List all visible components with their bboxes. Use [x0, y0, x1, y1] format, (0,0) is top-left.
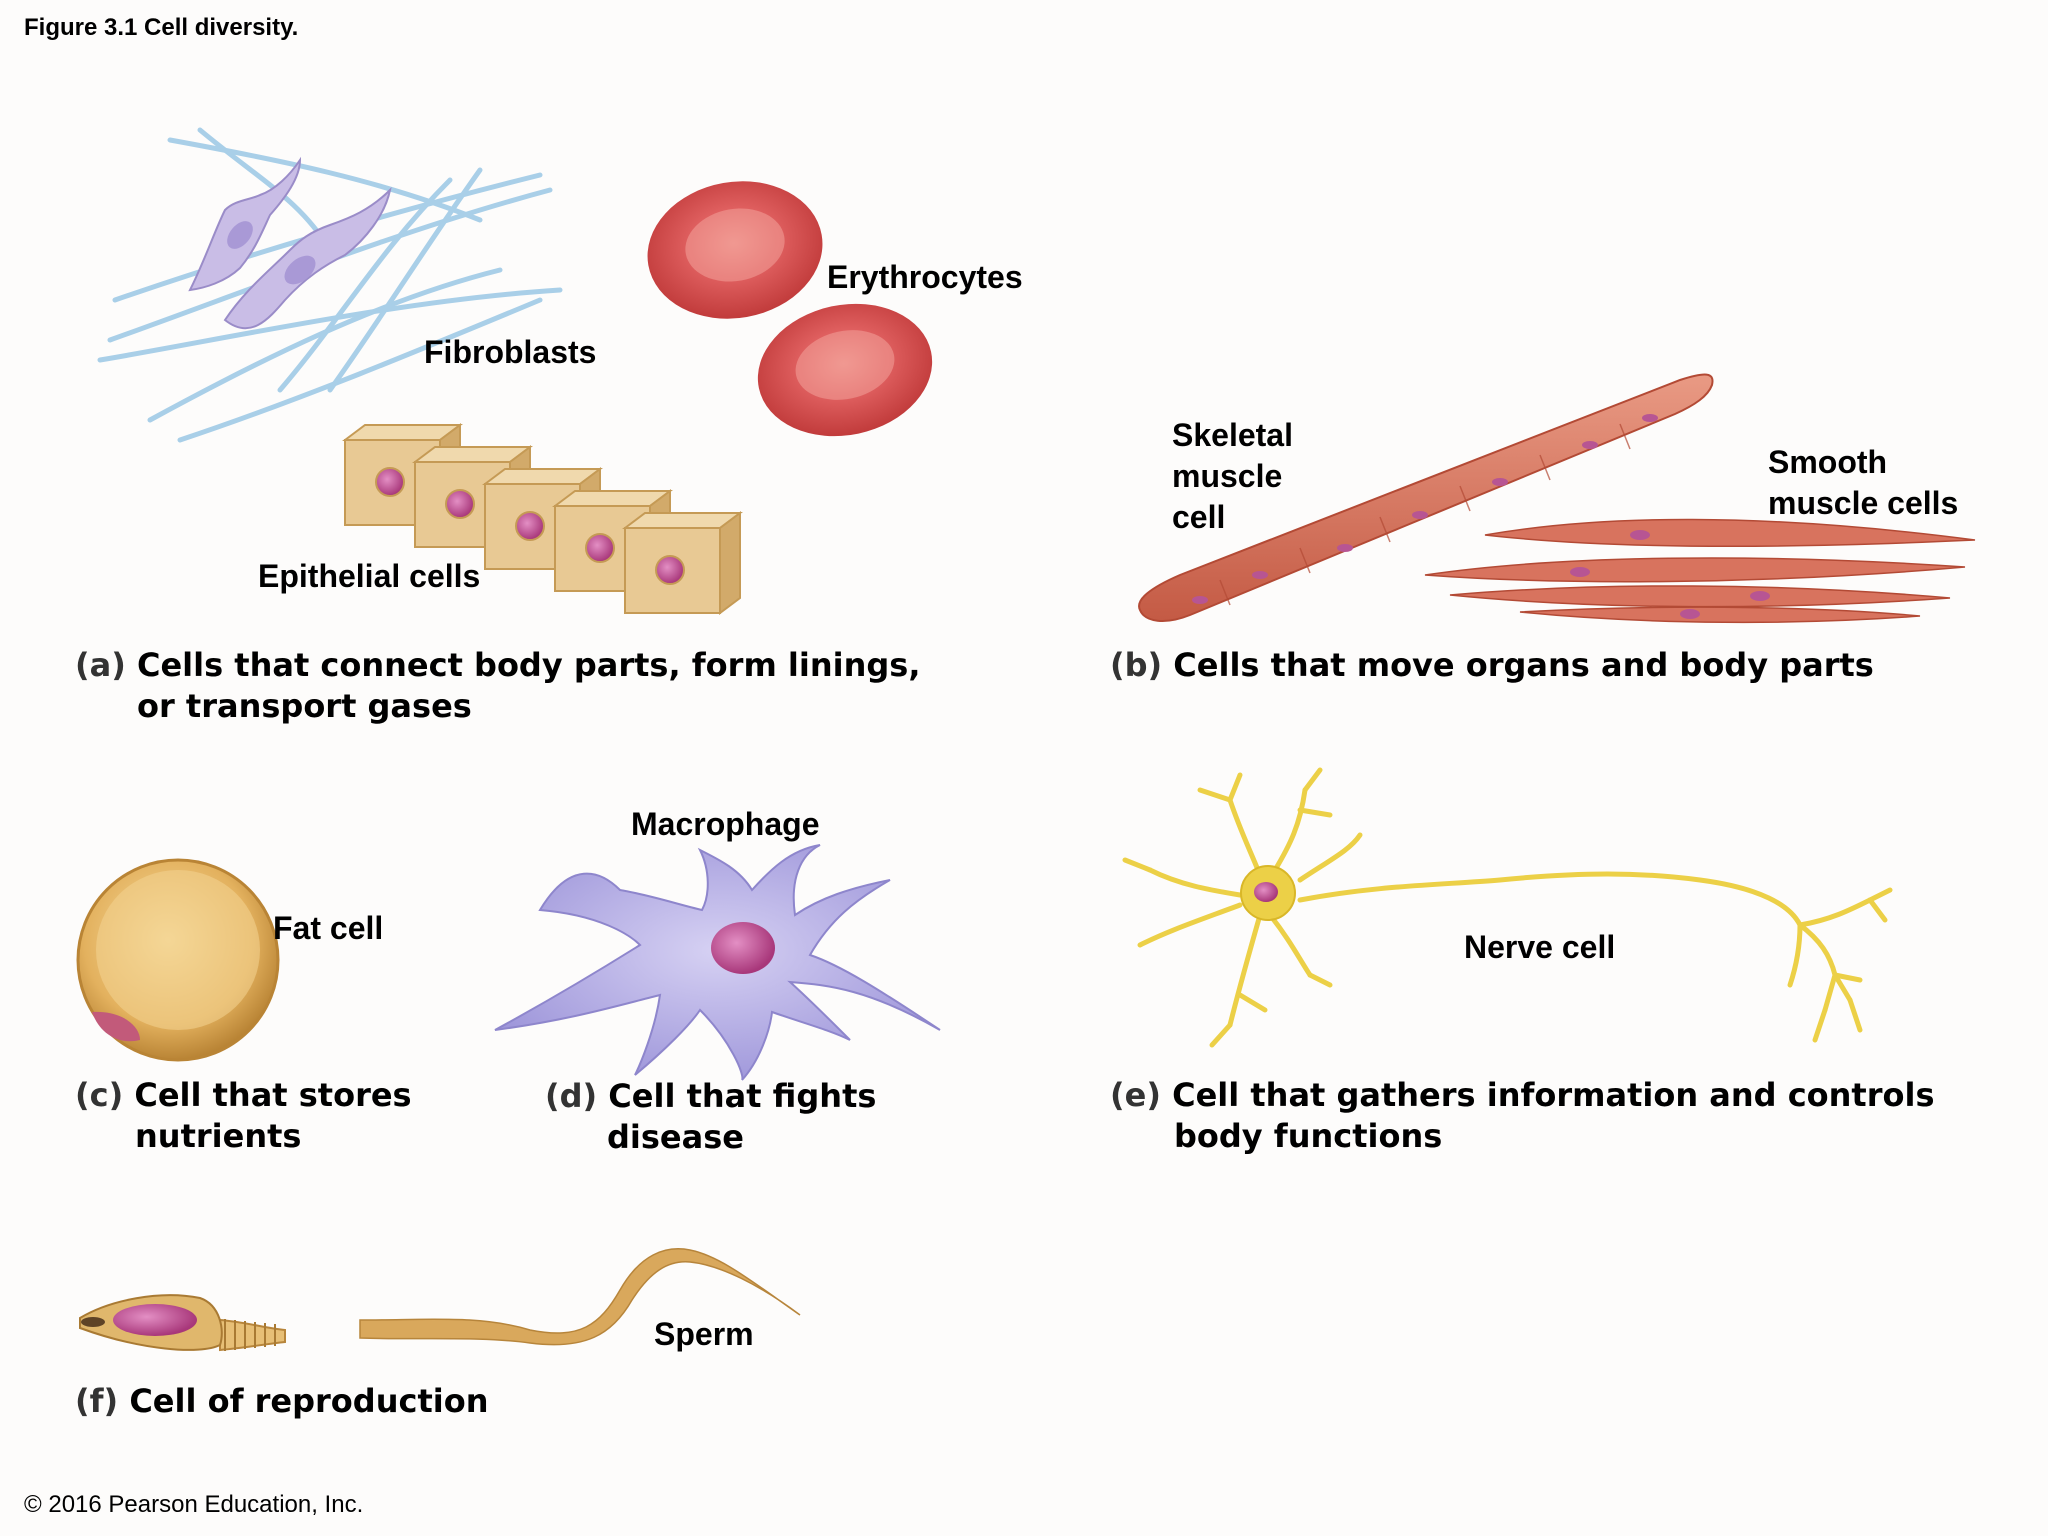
erythrocytes-drawing — [647, 181, 933, 437]
figure-title: Figure 3.1 Cell diversity. — [24, 14, 299, 41]
copyright: © 2016 Pearson Education, Inc. — [24, 1491, 364, 1518]
caption-b: (b) Cells that move organs and body part… — [1110, 646, 1874, 684]
caption-c: (c) Cell that stores nutrients — [75, 1076, 412, 1155]
caption-f: (f) Cell of reproduction — [75, 1382, 489, 1420]
fat-cell-drawing — [76, 858, 280, 1062]
caption-d-letter: (d) — [545, 1077, 598, 1115]
label-sperm: Sperm — [654, 1316, 754, 1352]
label-fat-cell: Fat cell — [273, 910, 384, 946]
caption-d: (d) Cell that fights disease — [545, 1077, 877, 1156]
caption-c-letter: (c) — [75, 1076, 124, 1114]
label-skeletal-muscle-cell: Skeletal muscle cell — [1172, 417, 1293, 535]
label-macrophage: Macrophage — [631, 806, 820, 842]
label-fibroblasts: Fibroblasts — [424, 334, 597, 370]
caption-e: (e) Cell that gathers information and co… — [1110, 1076, 1935, 1155]
caption-f-letter: (f) — [75, 1382, 119, 1420]
label-smooth-muscle-cells: Smooth muscle cells — [1768, 444, 1959, 521]
label-nerve-cell: Nerve cell — [1464, 929, 1616, 965]
sperm-drawing — [79, 1248, 801, 1352]
fibroblasts-drawing — [97, 127, 563, 443]
caption-a: (a) Cells that connect body parts, form … — [75, 646, 921, 725]
smooth-muscle-cells-drawing — [1424, 518, 1976, 624]
label-erythrocytes: Erythrocytes — [827, 259, 1023, 295]
caption-b-letter: (b) — [1110, 646, 1163, 684]
nerve-cell-drawing — [1122, 767, 1893, 1048]
caption-a-letter: (a) — [75, 646, 126, 684]
skeletal-muscle-cell-drawing — [1138, 373, 1714, 622]
epithelial-cells-drawing — [342, 423, 743, 615]
label-epithelial-cells: Epithelial cells — [258, 558, 481, 594]
macrophage-drawing — [494, 844, 941, 1081]
caption-e-letter: (e) — [1110, 1076, 1161, 1114]
